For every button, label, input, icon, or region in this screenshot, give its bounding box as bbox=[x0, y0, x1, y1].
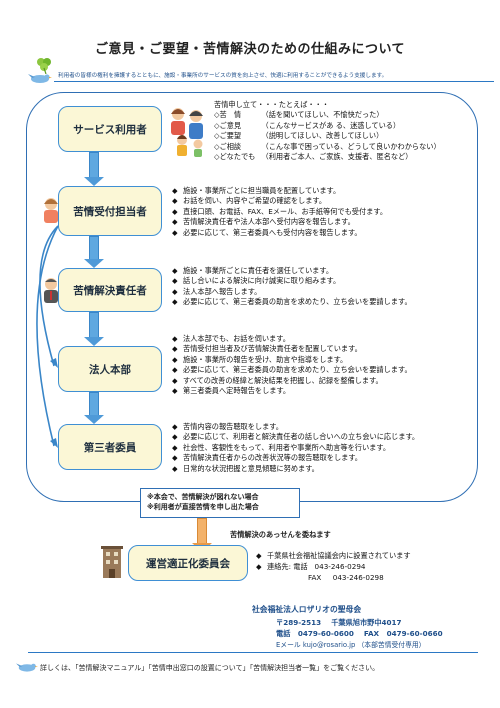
complaint-type-item: ◇苦 情（話を聞いてほしい、不愉快だった） bbox=[214, 110, 384, 120]
escalation-note-box: ※本会で、苦情解決が図れない場合 ※利用者が直接苦情を申し出た場合 bbox=[140, 488, 300, 518]
page-title: ご意見・ご要望・苦情解決のための仕組みについて bbox=[94, 42, 406, 57]
complaint-type-item: ◇どなたでも（利用者ご本人、ご家族、支援者、匿名など） bbox=[214, 152, 413, 162]
mediation-note: 苦情解決のあっせんを委ねます bbox=[230, 530, 331, 539]
headquarters-points-list: ◆法人本部でも、お話を伺います。 ◆苦情受付担当者及び苦情解決責任者を配置してい… bbox=[172, 334, 412, 396]
third-party-points-list: ◆苦情内容の報告聴取をします。 ◆必要に応じて、利用者と解決責任者の話し合いへの… bbox=[172, 422, 419, 474]
footer-text: 詳しくは、「苦情解決マニュアル」「苦情申出窓口の設置について」「苦情解決担当者一… bbox=[40, 664, 380, 672]
headquarters-label: 法人本部 bbox=[89, 363, 131, 376]
organization-address: 〒289-2513 千葉県旭市野中4017 bbox=[276, 618, 402, 627]
complaint-type-item: ◇ご意見（こんなサービスがあ る、迷惑している） bbox=[214, 120, 401, 130]
reception-point: ◆施設・事業所ごとに担当職員を配置しています。 bbox=[172, 186, 341, 195]
committee-label: 運営適正化委員会 bbox=[146, 557, 230, 570]
third-party-box: 第三者委員 bbox=[58, 424, 162, 470]
reception-points-list: ◆施設・事業所ごとに担当職員を配置しています。 ◆お話を伺い、内容やご希望の確認… bbox=[172, 186, 387, 238]
committee-info: ◆千葉県社会福祉協議会内に設置されています ◆連絡先: 電話 043-246-0… bbox=[256, 550, 411, 583]
complaint-resolver-label: 苦情解決責任者 bbox=[73, 284, 147, 297]
resolver-point: ◆法人本部へ報告します。 bbox=[172, 286, 262, 296]
complaint-types-list: 苦情申し立て・・・たとえば・・・ ◇苦 情（話を聞いてほしい、不愉快だった） ◇… bbox=[214, 100, 441, 162]
resolver-point: ◆必要に応じて、第三者委員の助言を求めたり、立ち会いを要請します。 bbox=[172, 297, 412, 307]
down-arrow bbox=[84, 392, 104, 424]
intro-section: 利用者の皆様の権利を擁護するとともに、施設・事業所のサービスの質を向上させ、快適… bbox=[26, 58, 494, 84]
service-user-label: サービス利用者 bbox=[73, 123, 147, 136]
complaint-types-heading: 苦情申し立て・・・たとえば・・・ bbox=[214, 100, 330, 109]
committee-location: ◆千葉県社会福祉協議会内に設置されています bbox=[256, 551, 411, 560]
clover-icon bbox=[37, 58, 51, 74]
intro-divider bbox=[54, 81, 494, 82]
footer-divider bbox=[28, 652, 478, 653]
bird-icon bbox=[16, 663, 38, 672]
reception-point: ◆直接口頭、お電話、FAX、Eメール、お手紙等何でも受付ます。 bbox=[172, 206, 388, 216]
resolver-points-list: ◆施設・事業所ごとに責任者を選任しています。 ◆話し合いによる解決に向け誠実に取… bbox=[172, 266, 412, 308]
headquarters-point: ◆施設・事業所の報告を受け、助言や指導をします。 bbox=[172, 354, 348, 364]
escalation-note: ※本会で、苦情解決が図れない場合 bbox=[147, 493, 259, 501]
family-illustration bbox=[171, 108, 203, 157]
complaint-type-item: ◇ご要望（説明してほしい、改善してほしい） bbox=[214, 131, 384, 141]
down-arrow bbox=[84, 152, 104, 186]
reception-point: ◆苦情解決責任者や法人本部へ受付内容を報告します。 bbox=[172, 217, 355, 227]
third-party-point: ◆苦情内容の報告聴取をします。 bbox=[172, 422, 283, 431]
organization-email[interactable]: Eメール kujo@rosario.jp （本部苦情受付専用） bbox=[276, 640, 426, 649]
headquarters-point: ◆第三者委員へ定時報告をします。 bbox=[172, 386, 291, 396]
down-arrow bbox=[84, 236, 104, 268]
service-user-box: サービス利用者 bbox=[58, 106, 162, 152]
resolver-point: ◆施設・事業所ごとに責任者を選任しています。 bbox=[172, 266, 334, 275]
committee-tel: ◆連絡先: 電話 043-246-0294 bbox=[256, 562, 366, 571]
headquarters-point: ◆法人本部でも、お話を伺います。 bbox=[172, 334, 290, 343]
bypass-arrows bbox=[36, 225, 59, 448]
building-icon bbox=[101, 546, 123, 578]
headquarters-point: ◆すべての改善の経緯と解決結果を把握し、記録を整備します。 bbox=[172, 375, 383, 385]
organization-contact: 〒289-2513 千葉県旭市野中4017 電話 0479-60-0600 FA… bbox=[276, 618, 443, 650]
third-party-point: ◆苦情解決責任者からの改善状況等の報告聴取をします。 bbox=[172, 453, 362, 463]
bird-icon bbox=[28, 74, 52, 83]
complaint-reception-box: 苦情受付担当者 bbox=[58, 186, 162, 236]
headquarters-point: ◆苦情受付担当者及び苦情解決責任者を配置しています。 bbox=[172, 344, 362, 354]
committee-box: 運営適正化委員会 bbox=[128, 545, 248, 581]
committee-fax: FAX 043-246-0298 bbox=[308, 573, 384, 582]
complaint-type-item: ◇ご相談（こんな事で困っている、どうして良いかわからない） bbox=[214, 141, 441, 151]
complaint-resolver-box: 苦情解決責任者 bbox=[58, 268, 162, 312]
escalation-note: ※利用者が直接苦情を申し出た場合 bbox=[147, 503, 259, 511]
third-party-label: 第三者委員 bbox=[83, 441, 137, 454]
third-party-point: ◆社会性、客観性をもって、利用者や事業所へ助言等を行います。 bbox=[172, 442, 391, 452]
headquarters-point: ◆必要に応じて、第三者委員の助言を求めたり、立ち会いを要請します。 bbox=[172, 365, 412, 375]
third-party-point: ◆必要に応じて、利用者と解決責任者の話し合いへの立ち会いに応じます。 bbox=[172, 432, 420, 442]
reception-point: ◆必要に応じて、第三者委員へも受付内容を報告します。 bbox=[172, 227, 362, 237]
manager-illustration bbox=[44, 278, 58, 303]
intro-text: 利用者の皆様の権利を擁護するとともに、施設・事業所のサービスの質を向上させ、快適… bbox=[58, 73, 388, 79]
headquarters-box: 法人本部 bbox=[58, 346, 162, 392]
organization-name: 社会福祉法人ロザリオの聖母会 bbox=[252, 605, 362, 614]
reception-point: ◆お話を伺い、内容やご希望の確認をします。 bbox=[172, 196, 327, 206]
receptionist-illustration bbox=[44, 198, 58, 223]
third-party-point: ◆日常的な状況把握と意見傾聴に努めます。 bbox=[172, 463, 319, 473]
complaint-reception-label: 苦情受付担当者 bbox=[73, 205, 147, 218]
organization-phone: 電話 0479-60-0600 FAX 0479-60-0660 bbox=[276, 628, 443, 638]
down-arrow bbox=[84, 312, 104, 346]
resolver-point: ◆話し合いによる解決に向け誠実に取り組みます。 bbox=[172, 276, 341, 286]
